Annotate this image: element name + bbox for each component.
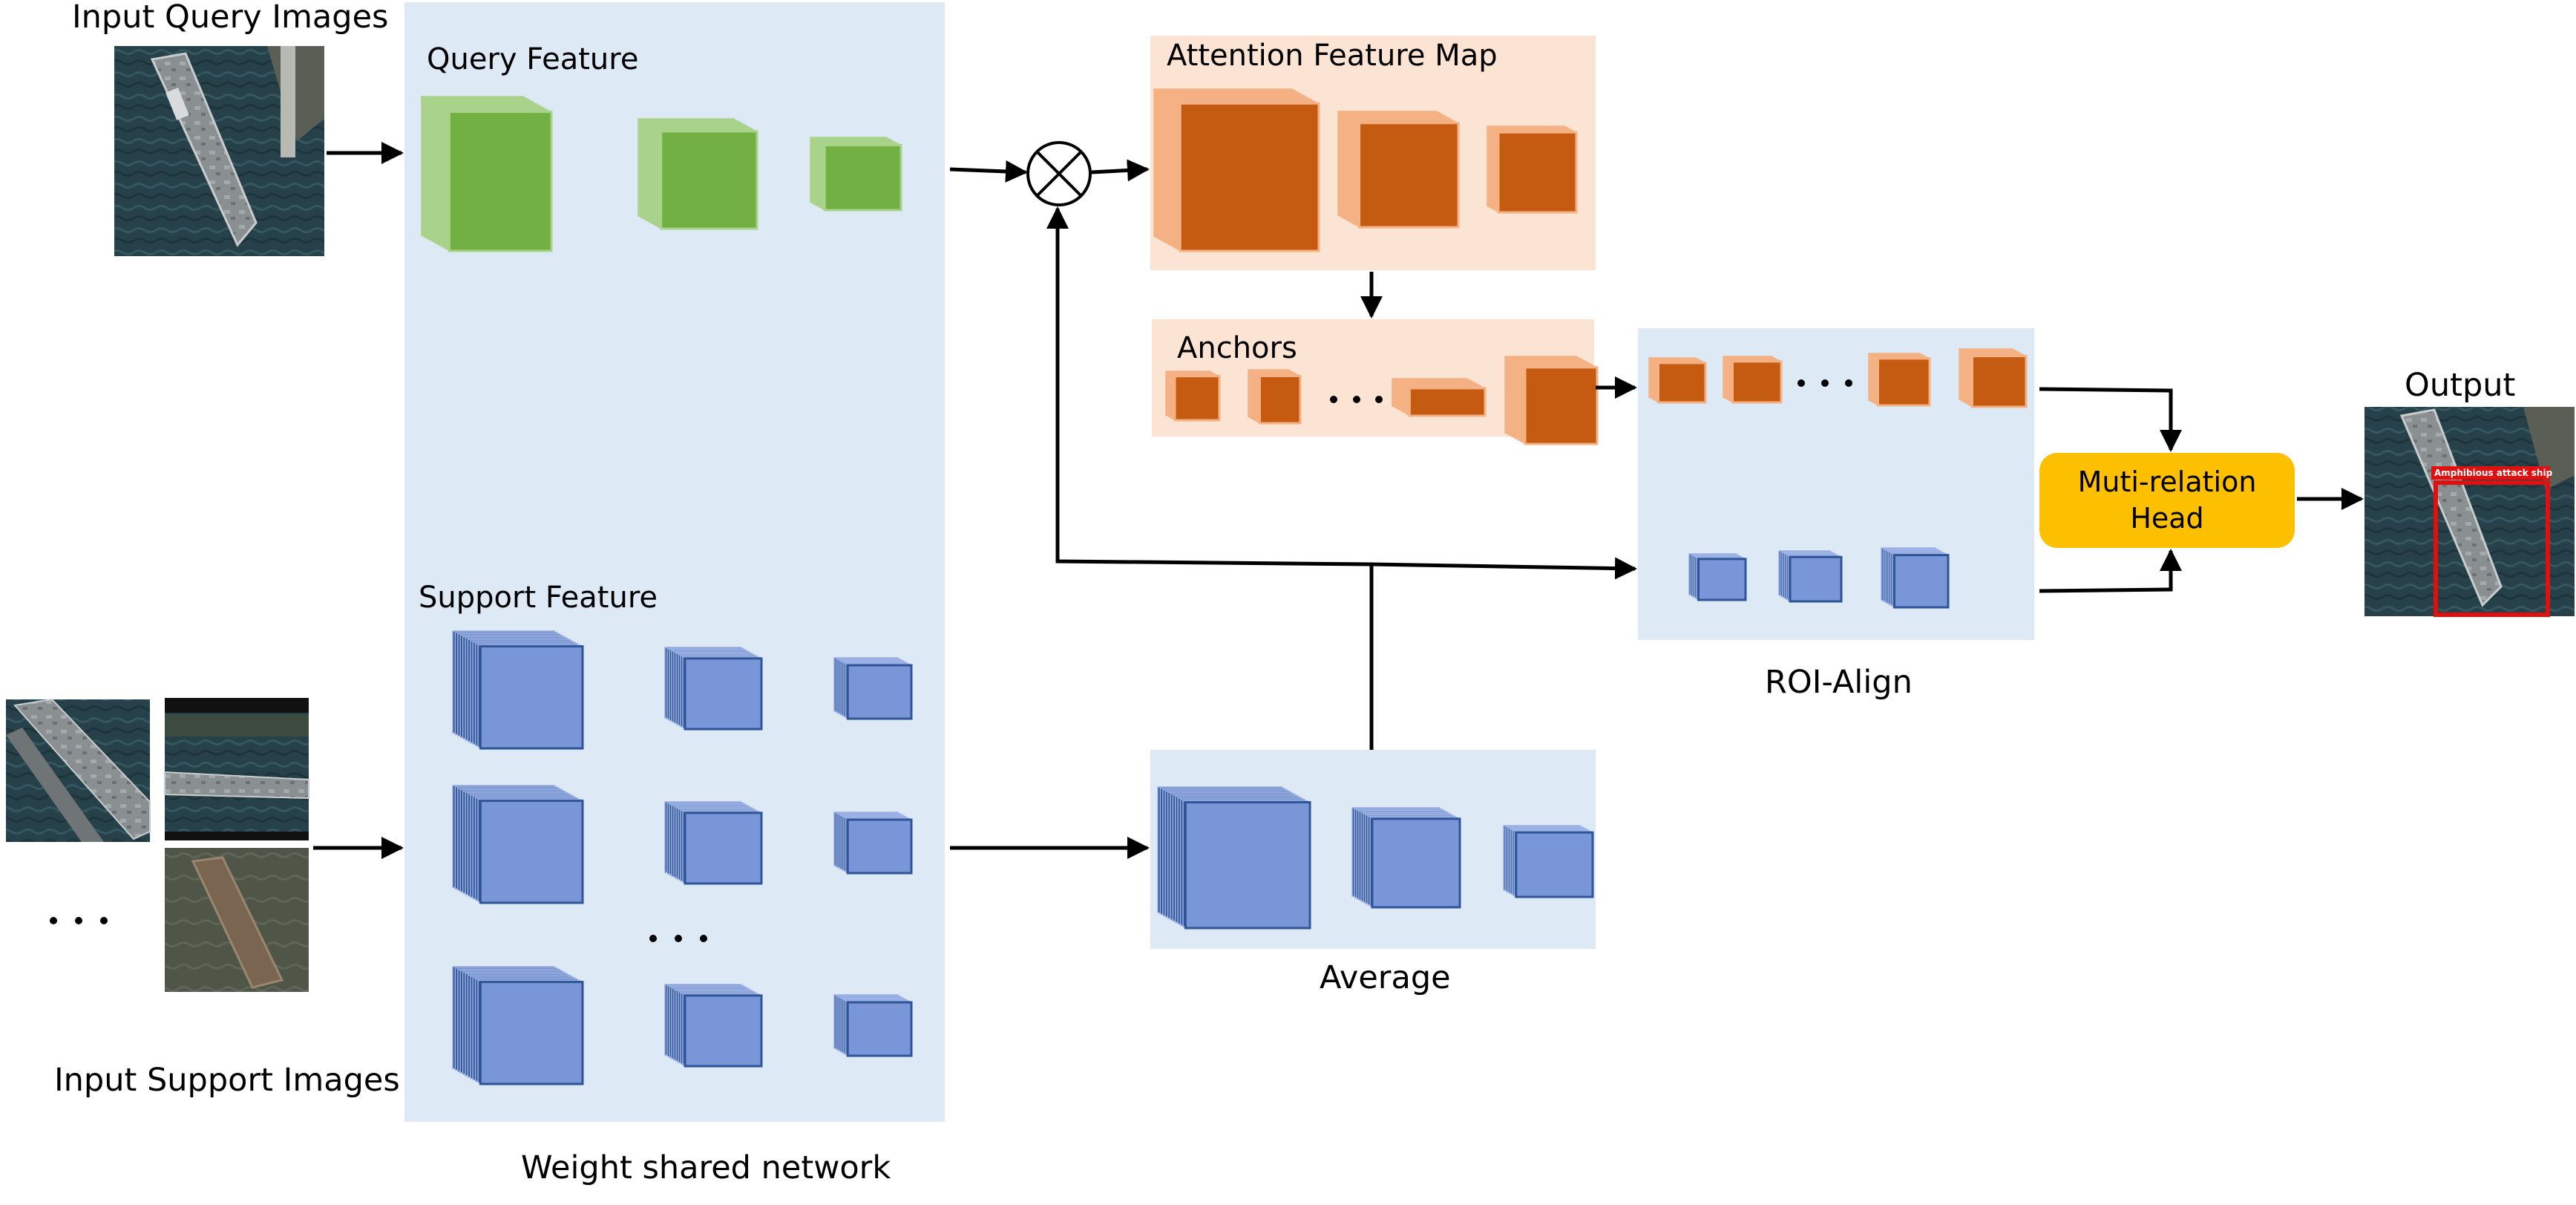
support-feature-label: Support Feature	[419, 581, 658, 615]
weight-shared-network-label: Weight shared network	[521, 1149, 891, 1186]
attention-feature-map-label: Attention Feature Map	[1167, 39, 1498, 73]
anchor-cube-4	[1504, 356, 1599, 445]
detection-class-label: Amphibious attack ship	[2434, 468, 2553, 478]
support-cube-r3-large	[452, 966, 584, 1085]
average-cube-small	[1503, 825, 1594, 898]
attention-cube-medium	[1337, 111, 1460, 229]
support-cube-r3-medium	[664, 984, 763, 1068]
query-cube-small	[810, 137, 902, 212]
multi-relation-head-line1: Muti-relation	[2077, 465, 2257, 498]
roi-orange-2	[1723, 356, 1783, 404]
roi-align-label: ROI-Align	[1765, 664, 1913, 701]
anchor-cube-1	[1165, 370, 1221, 422]
feature-cubes	[421, 88, 2028, 1085]
roi-blue-1	[1688, 553, 1747, 601]
support-cube-r3-small	[833, 994, 913, 1057]
output-label: Output	[2405, 367, 2516, 404]
support-image-1	[6, 698, 151, 842]
multi-relation-head: Muti-relation Head	[2039, 453, 2295, 548]
support-image-2	[164, 698, 309, 840]
query-cube-large	[421, 96, 553, 252]
connectors	[313, 142, 2364, 859]
roi-orange-1	[1648, 357, 1707, 404]
anchors-label: Anchors	[1177, 331, 1297, 365]
attention-cube-large	[1153, 88, 1320, 252]
roi-blue-3	[1881, 547, 1950, 609]
support-cube-r2-small	[833, 812, 913, 875]
roi-orange-3	[1868, 353, 1931, 407]
support-cube-r2-large	[452, 785, 584, 904]
support-cube-r1-small	[833, 657, 913, 720]
detection-box	[2434, 480, 2550, 617]
input-support-images-label: Input Support Images	[54, 1062, 400, 1099]
input-query-images-label: Input Query Images	[72, 0, 389, 36]
support-cube-r2-medium	[664, 801, 763, 885]
average-cube-large	[1157, 786, 1311, 930]
roi-orange-4	[1959, 348, 2028, 408]
support-cube-r1-medium	[664, 647, 763, 731]
support-image-3	[165, 848, 309, 992]
average-label: Average	[1320, 959, 1451, 996]
query-feature-label: Query Feature	[427, 42, 639, 76]
circled-times-icon	[1026, 141, 1092, 206]
query-image	[114, 46, 324, 256]
attention-cube-small	[1487, 125, 1578, 214]
anchor-cube-3	[1392, 378, 1487, 417]
multi-relation-head-line2: Head	[2130, 502, 2204, 535]
ellipsis-dots	[50, 379, 1852, 942]
output-image	[2364, 407, 2575, 617]
average-cube-medium	[1351, 807, 1461, 909]
roi-blue-2	[1778, 550, 1843, 603]
query-cube-medium	[638, 118, 758, 230]
anchor-cube-2	[1248, 369, 1302, 425]
support-cube-r1-large	[452, 630, 584, 750]
